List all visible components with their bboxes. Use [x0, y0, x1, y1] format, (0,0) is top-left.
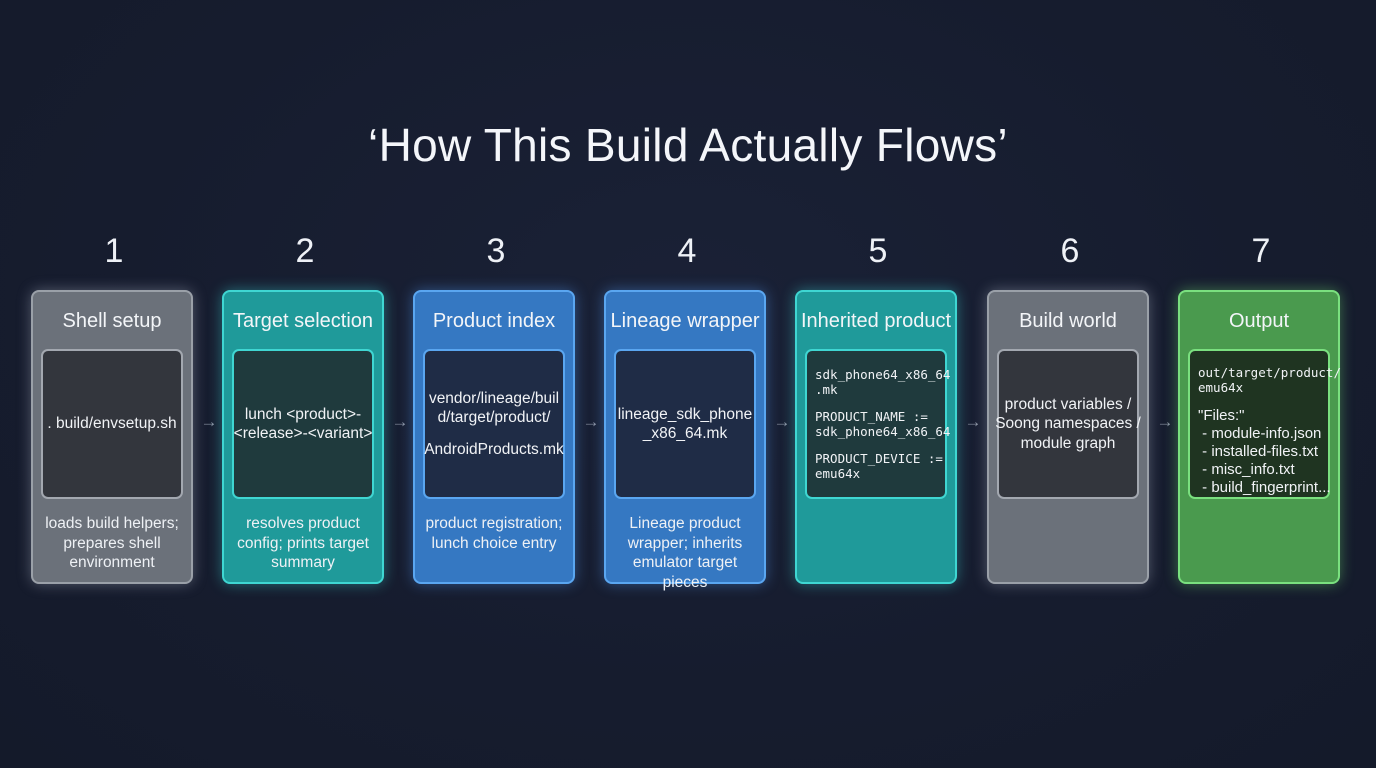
step-card-inherited-product: Inherited product sdk_phone64_x86_64 .mk… — [795, 290, 957, 584]
file-list-item: - build_fingerprint... — [1198, 479, 1331, 496]
file-list-item: - installed-files.txt — [1198, 443, 1319, 460]
step-command-box: lunch <product>- <release>-<variant> — [232, 349, 374, 499]
output-path-line: out/target/product/ — [1198, 365, 1341, 380]
step-title: Shell setup — [62, 310, 162, 332]
code-line: PRODUCT_NAME := — [815, 409, 928, 424]
file-path-line: _x86_64.mk — [642, 425, 728, 442]
step-card-build-world: Build world product variables / Soong na… — [987, 290, 1149, 584]
output-path-line: emu64x — [1198, 380, 1244, 395]
step-description: Lineage product wrapper; inherits emulat… — [627, 515, 743, 592]
step-number-6: 6 — [1060, 232, 1080, 270]
step-description: loads build helpers; prepares shell envi… — [45, 515, 179, 572]
file-path-line: d/target/product/ — [437, 409, 551, 427]
diagram-title: ‘How This Build Actually Flows’ — [368, 119, 1008, 171]
step-title: Target selection — [232, 310, 374, 332]
step-detail-box: product variables / Soong namespaces / m… — [995, 349, 1141, 499]
file-path-line: AndroidProducts.mk — [424, 440, 564, 458]
arrow-right-icon: → — [964, 412, 982, 431]
step-title: Inherited product — [800, 310, 952, 332]
code-line: PRODUCT_DEVICE := — [815, 451, 943, 466]
flow-steps: 1 Shell setup . build/envsetup.sh loads … — [0, 232, 1376, 592]
step-title: Build world — [1019, 310, 1117, 332]
detail-line: Soong namespaces / — [995, 415, 1141, 433]
arrow-right-icon: → — [200, 412, 218, 431]
step-card-target-selection: Target selection lunch <product>- <relea… — [222, 290, 384, 584]
step-description: resolves product config; prints target s… — [237, 515, 369, 572]
code-line: sdk_phone64_x86_64 — [815, 424, 951, 439]
step-number-3: 3 — [486, 232, 506, 270]
arrow-right-icon: → — [582, 412, 600, 431]
step-title: Lineage wrapper — [610, 310, 760, 332]
step-code-box: sdk_phone64_x86_64 .mk PRODUCT_NAME := s… — [805, 349, 951, 499]
line-gap — [1198, 395, 1341, 407]
step-number-7: 7 — [1251, 232, 1271, 270]
detail-line: product variables / — [1004, 395, 1132, 413]
command-line: lunch <product>- — [244, 405, 362, 423]
step-card-shell-setup: Shell setup . build/envsetup.sh loads bu… — [31, 290, 193, 584]
file-list-item: - misc_info.txt — [1198, 461, 1295, 478]
step-number-5: 5 — [868, 232, 888, 270]
step-card-product-index: Product index vendor/lineage/buil d/targ… — [413, 290, 575, 584]
code-line: .mk — [815, 382, 838, 397]
files-heading: "Files:" — [1198, 407, 1245, 424]
step-command-box: . build/envsetup.sh — [41, 349, 183, 499]
line-gap — [815, 439, 950, 451]
file-path-line: lineage_sdk_phone — [617, 405, 753, 423]
step-title: Product index — [432, 310, 556, 332]
step-number-2: 2 — [295, 232, 315, 270]
command-line: . build/envsetup.sh — [47, 415, 177, 433]
step-number-1: 1 — [104, 232, 124, 270]
step-file-box: lineage_sdk_phone _x86_64.mk — [614, 349, 756, 499]
arrow-right-icon: → — [773, 412, 791, 431]
command-line: <release>-<variant> — [233, 425, 373, 442]
step-card-lineage-wrapper: Lineage wrapper lineage_sdk_phone _x86_6… — [604, 290, 766, 591]
detail-line: module graph — [1020, 434, 1116, 452]
step-description: product registration; lunch choice entry — [425, 515, 563, 552]
step-file-box: vendor/lineage/buil d/target/product/ An… — [423, 349, 565, 499]
code-line: emu64x — [815, 466, 861, 481]
line-gap — [815, 397, 950, 409]
step-title: Output — [1228, 310, 1290, 332]
arrow-right-icon: → — [391, 412, 409, 431]
file-list-item: - module-info.json — [1198, 425, 1322, 442]
code-line: sdk_phone64_x86_64 — [815, 367, 951, 382]
arrow-right-icon: → — [1156, 412, 1174, 431]
step-card-output: Output out/target/product/ emu64x "Files… — [1178, 290, 1341, 584]
step-output-box: out/target/product/ emu64x "Files:" - mo… — [1188, 349, 1341, 499]
step-number-4: 4 — [677, 232, 697, 270]
file-path-line: vendor/lineage/buil — [428, 389, 560, 407]
